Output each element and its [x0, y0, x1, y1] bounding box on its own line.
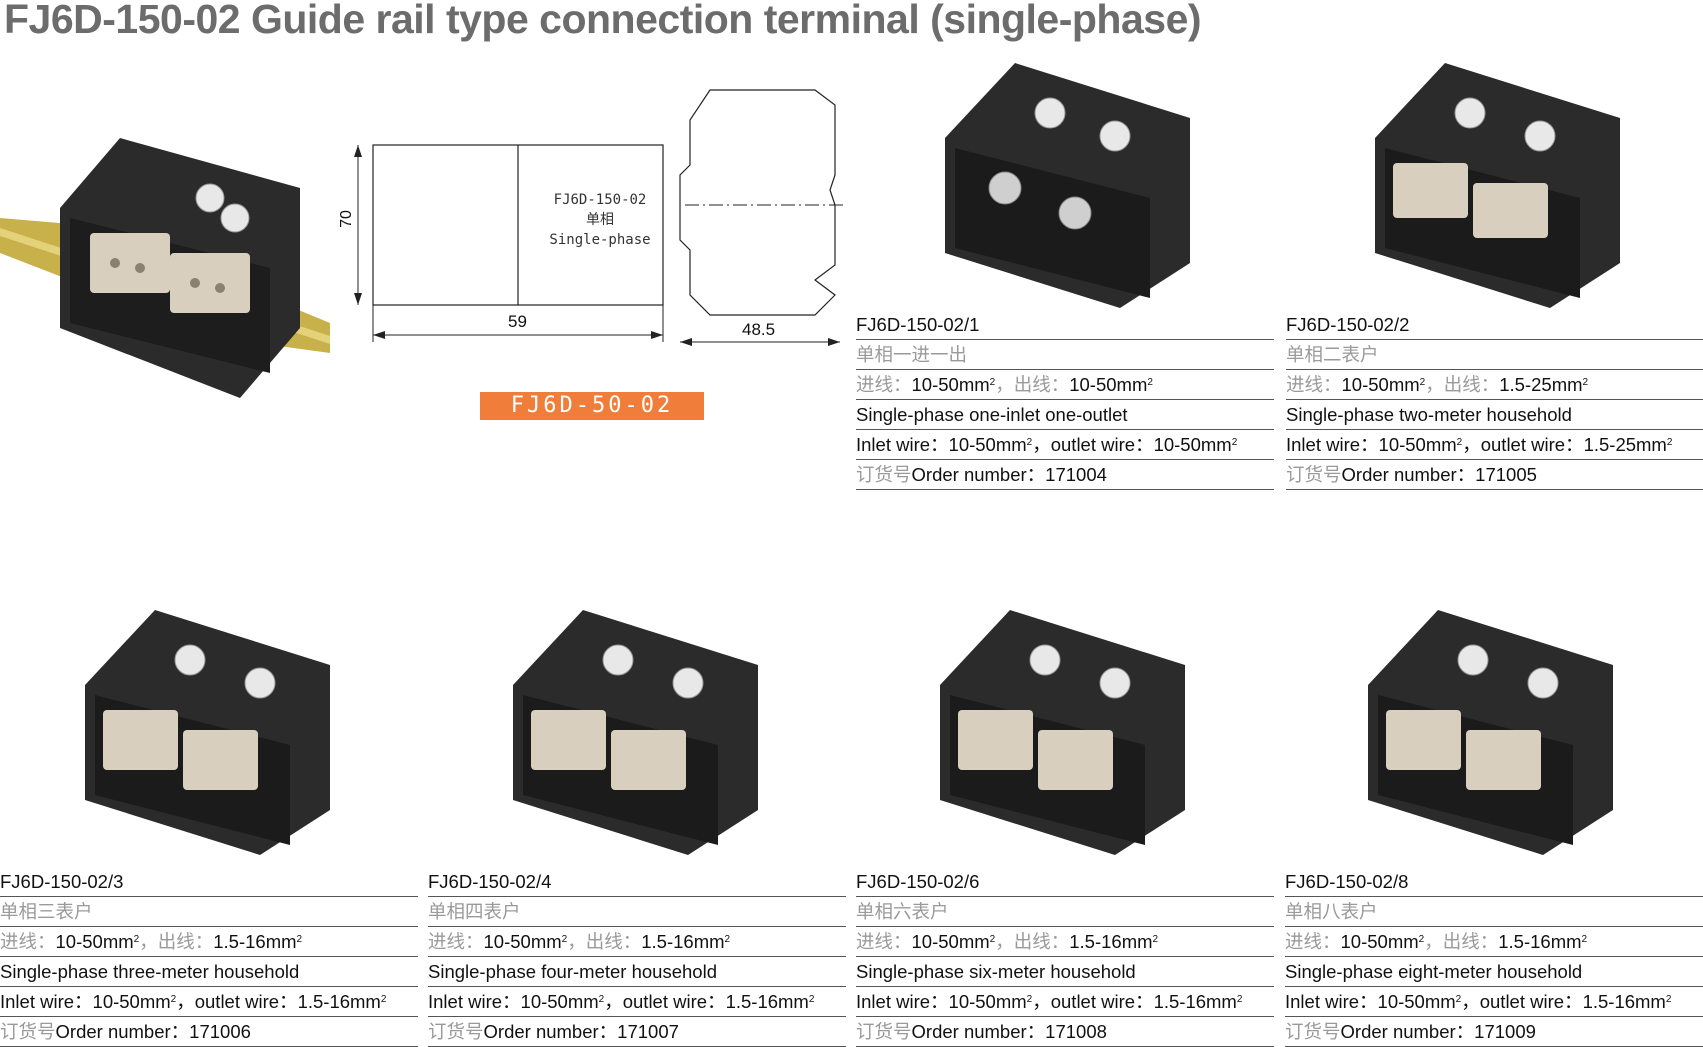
product-code: FJ6D-150-02/4: [428, 867, 846, 897]
dim-width-label: 59: [508, 312, 527, 331]
product-photo-4: [513, 610, 758, 855]
spec-block-6: FJ6D-150-02/6 单相六表户 进线：10-50mm2，出线：1.5-1…: [856, 867, 1274, 1047]
product-en-name: Single-phase one-inlet one-outlet: [856, 400, 1274, 430]
model-tag: FJ6D-50-02: [480, 392, 704, 420]
dim-height-label: 70: [337, 210, 355, 228]
page-title: FJ6D-150-02 Guide rail type connection t…: [4, 0, 1202, 42]
product-photo-6: [940, 610, 1185, 855]
product-en-name: Single-phase six-meter household: [856, 957, 1274, 987]
product-cn-name: 单相八表户: [1285, 897, 1703, 927]
spec-block-4: FJ6D-150-02/4 单相四表户 进线：10-50mm2，出线：1.5-1…: [428, 867, 846, 1047]
product-en-name: Single-phase three-meter household: [0, 957, 418, 987]
product-code: FJ6D-150-02/2: [1286, 310, 1703, 340]
product-photo-2: [1375, 63, 1620, 308]
product-en-name: Single-phase eight-meter household: [1285, 957, 1703, 987]
order-number: 171006: [189, 1021, 251, 1042]
product-cn-name: 单相一进一出: [856, 340, 1274, 370]
product-cn-name: 单相四表户: [428, 897, 846, 927]
product-photo-1: [945, 63, 1190, 308]
order-number: 171007: [617, 1021, 679, 1042]
dim-depth-label: 48.5: [742, 320, 776, 339]
main-product-photo: [0, 138, 330, 398]
dimension-drawing: [354, 89, 845, 346]
spec-block-1: FJ6D-150-02/1 单相一进一出 进线：10-50mm2，出线：10-5…: [856, 310, 1274, 490]
order-number: 171004: [1045, 464, 1107, 485]
order-number: 171009: [1474, 1021, 1536, 1042]
product-cn-name: 单相三表户: [0, 897, 418, 927]
product-en-name: Single-phase two-meter household: [1286, 400, 1703, 430]
product-code: FJ6D-150-02/6: [856, 867, 1274, 897]
order-number: 171005: [1475, 464, 1537, 485]
product-cn-name: 单相二表户: [1286, 340, 1703, 370]
product-en-name: Single-phase four-meter household: [428, 957, 846, 987]
product-code: FJ6D-150-02/3: [0, 867, 418, 897]
product-photo-8: [1368, 610, 1613, 855]
product-code: FJ6D-150-02/8: [1285, 867, 1703, 897]
order-number: 171008: [1045, 1021, 1107, 1042]
spec-block-3: FJ6D-150-02/3 单相三表户 进线：10-50mm2，出线：1.5-1…: [0, 867, 418, 1047]
drawing-en-label: Single-phase: [549, 232, 651, 248]
product-photo-3: [85, 610, 330, 855]
product-code: FJ6D-150-02/1: [856, 310, 1274, 340]
spec-block-2: FJ6D-150-02/2 单相二表户 进线：10-50mm2，出线：1.5-2…: [1286, 310, 1703, 490]
product-cn-name: 单相六表户: [856, 897, 1274, 927]
drawing-cn-label: 单相: [586, 212, 614, 228]
drawing-model-label: FJ6D-150-02: [553, 192, 647, 208]
spec-block-8: FJ6D-150-02/8 单相八表户 进线：10-50mm2，出线：1.5-1…: [1285, 867, 1703, 1047]
